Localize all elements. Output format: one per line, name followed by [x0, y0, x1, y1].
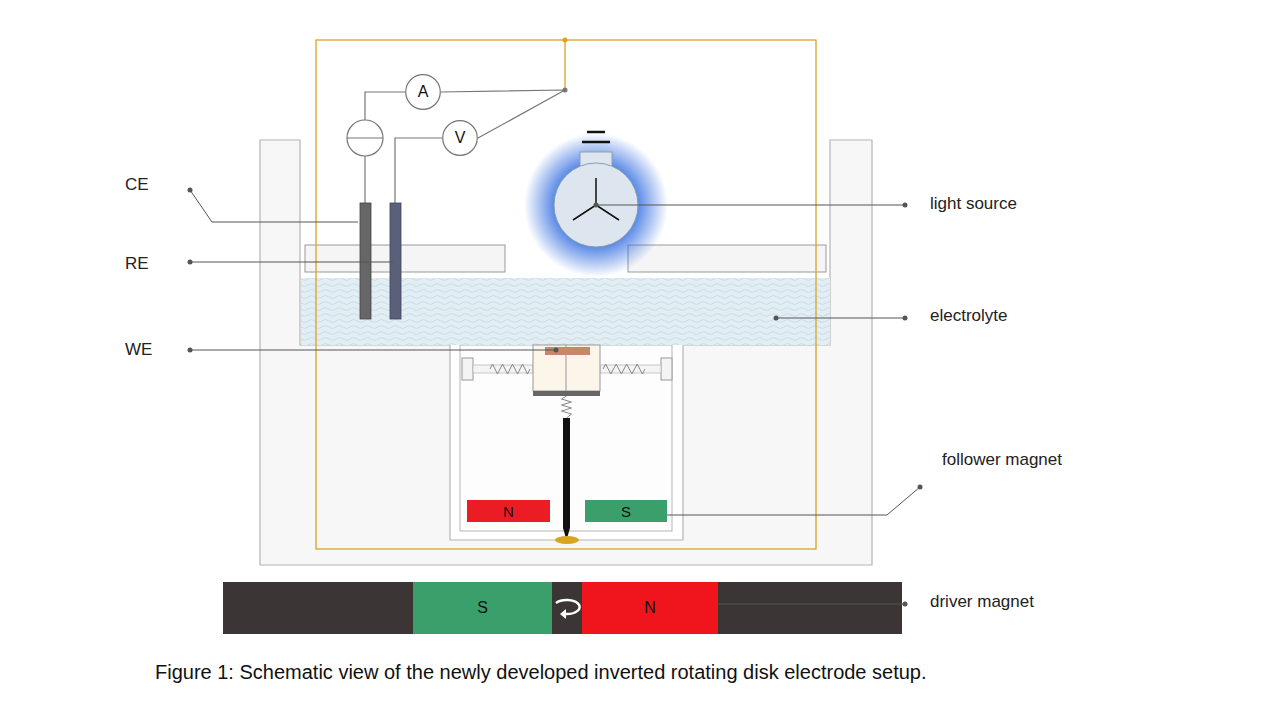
current-source-symbol: [347, 137, 383, 138]
magnet-block: [413, 582, 552, 634]
filament: [573, 178, 619, 220]
part-label: light source: [930, 194, 1017, 214]
meter-circle: [443, 121, 478, 156]
leader-line: [190, 350, 556, 351]
electrode-label: CE: [125, 175, 149, 195]
voltmeter-symbol: V: [442, 120, 478, 156]
driver-magnet-bar: [223, 582, 902, 634]
electrode-holder: [533, 345, 600, 391]
lid-plate: [305, 245, 505, 272]
pole-letter: N: [644, 600, 656, 616]
vessel-body: [260, 140, 872, 565]
rotation-arrow: [556, 600, 580, 614]
magnet-block: [585, 500, 667, 522]
holder-base: [533, 391, 600, 396]
leader-line: [692, 604, 905, 605]
figure-caption: Figure 1: Schematic view of the newly de…: [155, 661, 927, 684]
pole-letter: S: [621, 504, 631, 519]
ground-wire: [564, 40, 565, 90]
spring-holder: [462, 358, 473, 380]
circuit-wire: [365, 92, 405, 120]
enclosure-outline: [316, 40, 816, 549]
current-source-symbol: [347, 120, 383, 156]
magnet-pole: N: [467, 500, 550, 522]
ammeter-symbol: A: [405, 74, 441, 110]
working-electrode: [545, 347, 590, 355]
spring-rod: [600, 365, 661, 373]
spring-coil: [603, 364, 645, 374]
meter-letter: V: [455, 130, 466, 146]
leader-line: [596, 205, 905, 206]
rotation-arrowhead: [560, 609, 566, 619]
pole-letter: S: [477, 600, 488, 616]
leader-line: [190, 190, 358, 222]
shaft-bearing: [555, 536, 579, 544]
electrode-label: RE: [125, 254, 149, 274]
lamp-terminal: [582, 141, 610, 144]
part-label: electrolyte: [930, 306, 1007, 326]
magnet-pole: N: [582, 582, 718, 634]
magnet-pole: S: [413, 582, 552, 634]
electrolyte-volume: [301, 278, 830, 345]
magnet-pole: S: [585, 500, 667, 522]
spring-coil: [562, 396, 572, 418]
rotation-shaft: [563, 418, 570, 540]
leader-line: [190, 262, 393, 263]
meter-letter: A: [418, 84, 429, 100]
counter-electrode: [360, 203, 371, 319]
junction-dot: [563, 38, 568, 43]
part-label: follower magnet: [942, 450, 1062, 470]
lamp-terminal: [587, 131, 605, 134]
spring-coil: [490, 364, 530, 374]
spring-rod: [473, 365, 533, 373]
leader-line: [776, 318, 905, 319]
part-label: driver magnet: [930, 592, 1034, 612]
circuit-wire: [395, 138, 442, 205]
leader-line: [645, 487, 920, 515]
reference-electrode: [390, 203, 401, 319]
circuit-wire: [364, 156, 365, 205]
lid-plate: [628, 245, 826, 272]
leader-lines: [190, 190, 920, 604]
magnet-block: [467, 500, 550, 522]
spring-holder: [661, 358, 672, 380]
pole-letter: N: [503, 504, 514, 519]
magnet-block: [582, 582, 718, 634]
meter-circle: [406, 75, 441, 110]
electrode-label: WE: [125, 340, 152, 360]
leader-dots: [188, 188, 923, 607]
